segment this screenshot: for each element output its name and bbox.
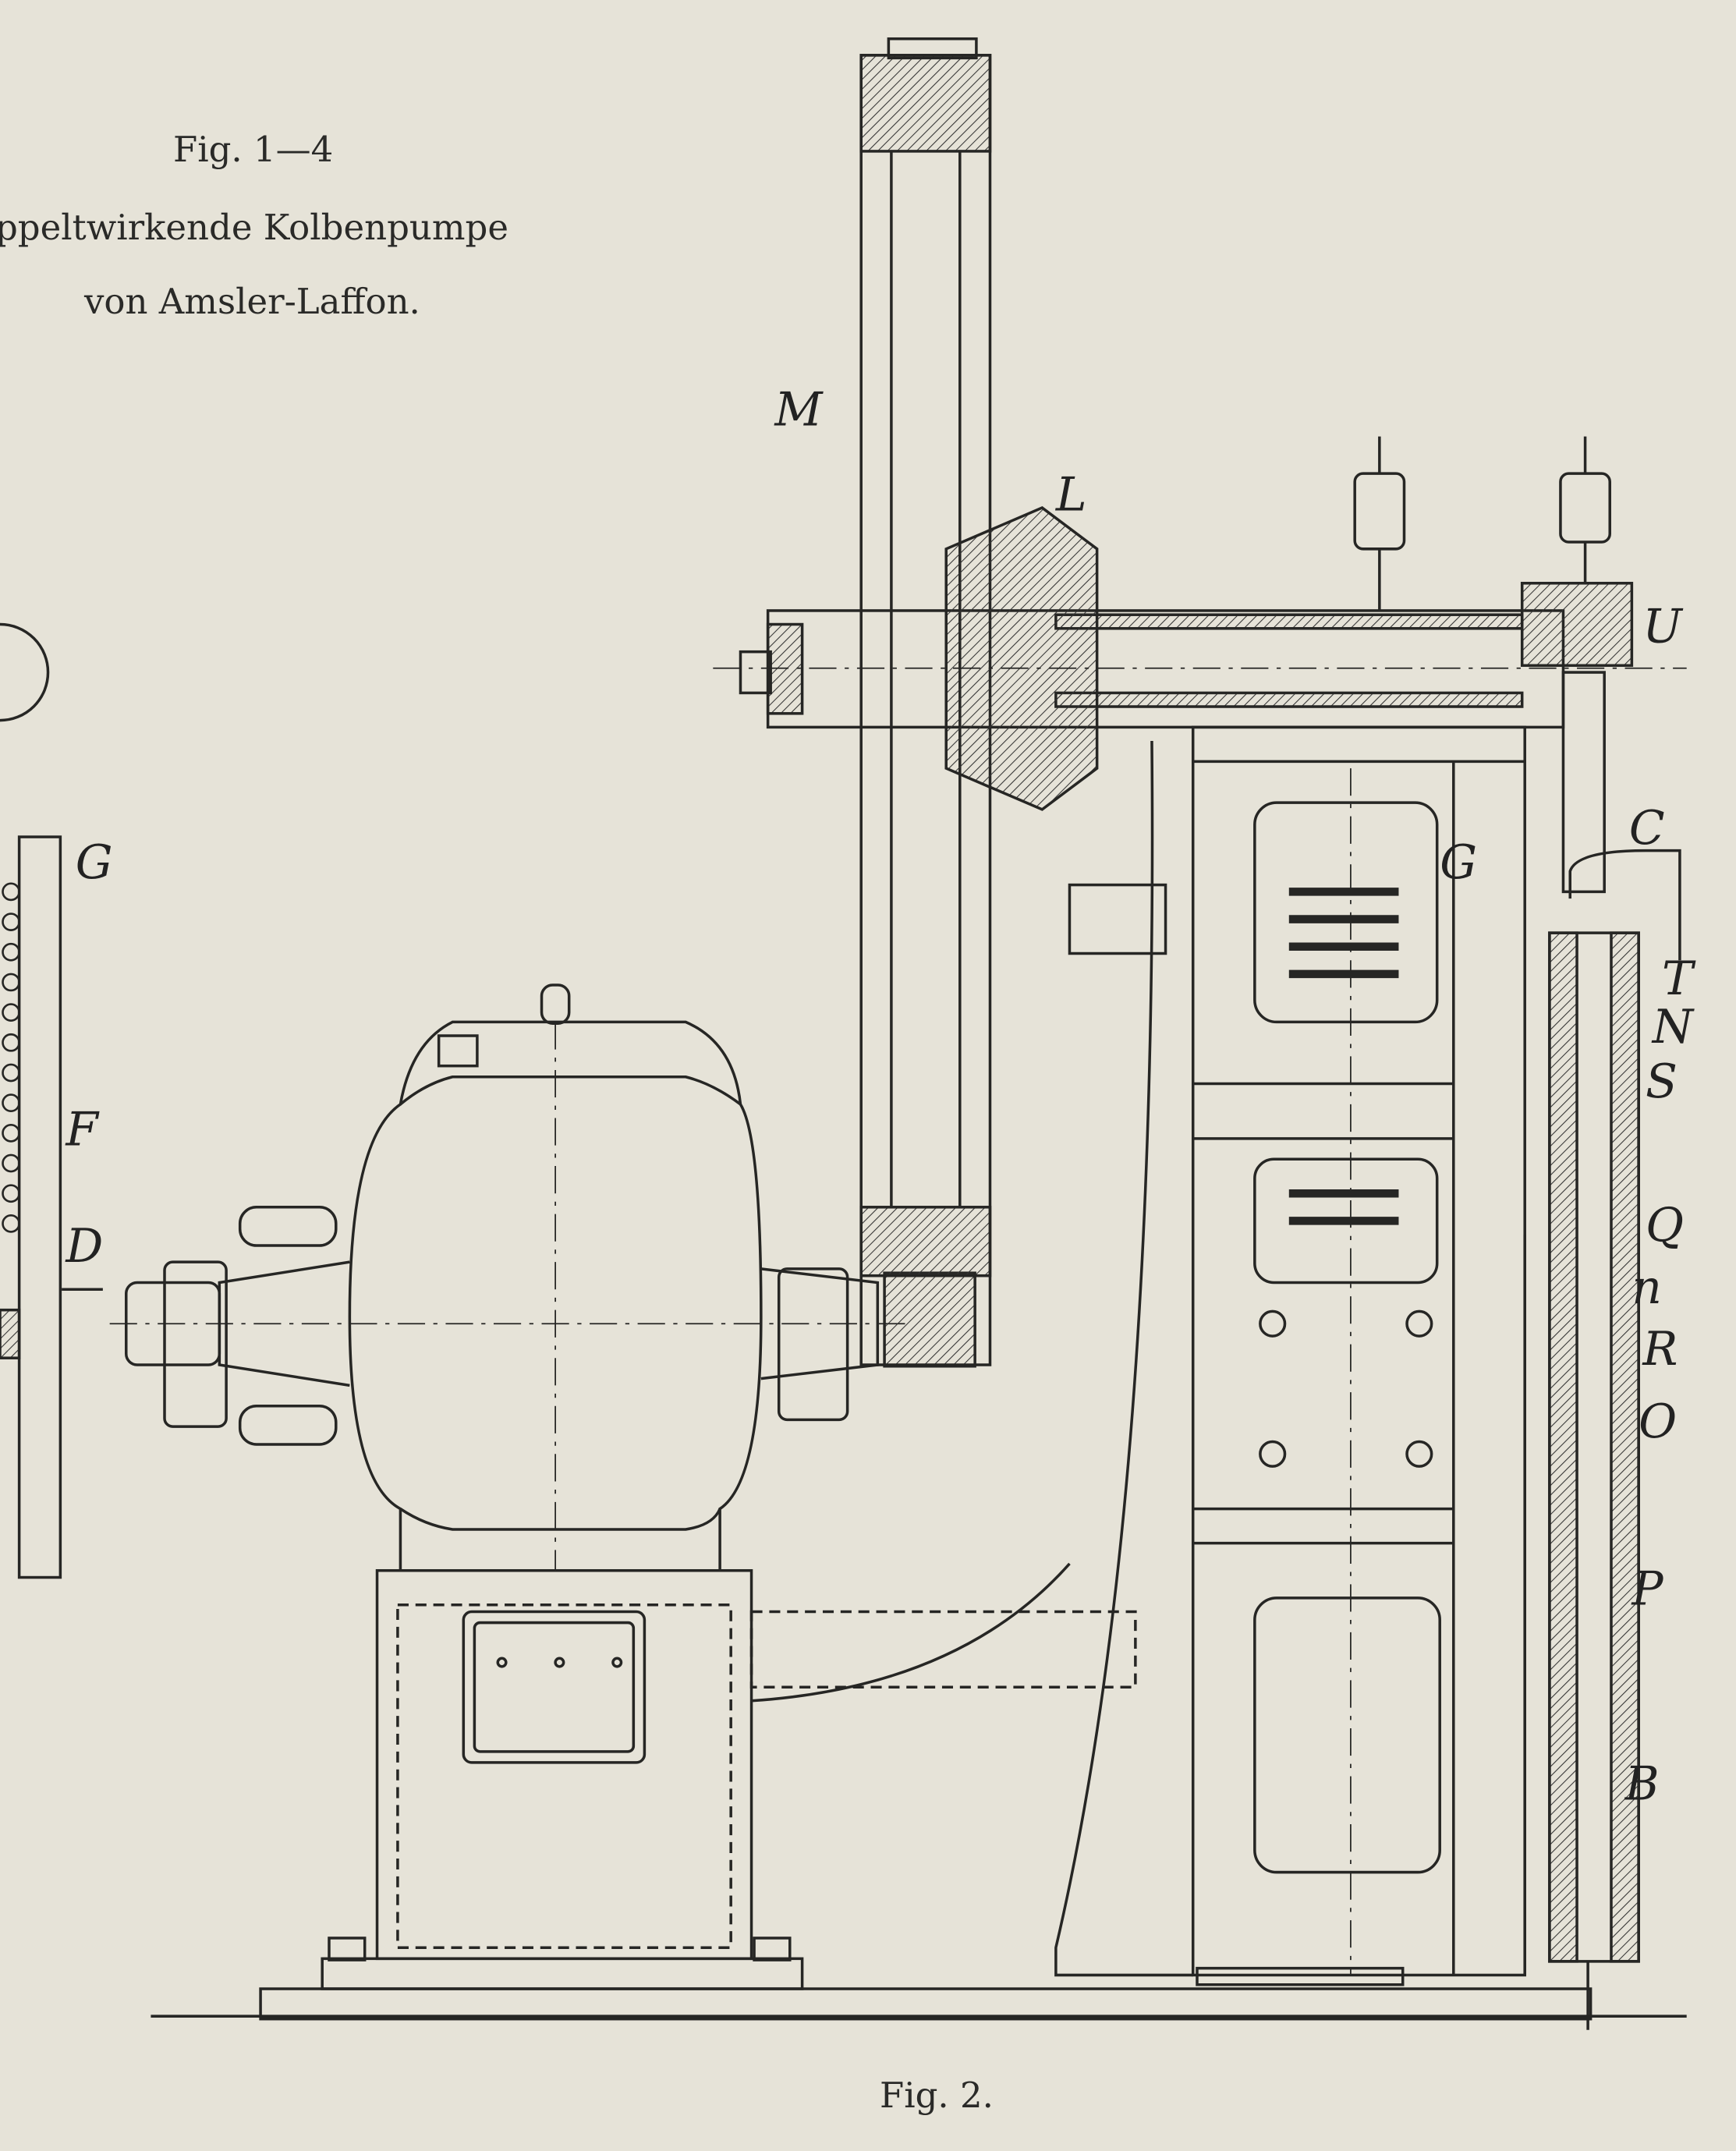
oiler-1 xyxy=(1353,472,1406,551)
label-l: L xyxy=(1055,469,1087,523)
label-t: T xyxy=(1662,952,1696,1006)
pressure-gauge xyxy=(0,622,50,722)
label-d: D xyxy=(65,1220,103,1274)
figure-range-caption: Fig. 1—4 xyxy=(173,129,334,170)
inspection-cover xyxy=(462,1610,647,1764)
label-g: G xyxy=(1440,836,1477,890)
label-n-lower: n xyxy=(1631,1261,1662,1315)
motor-foot-plate xyxy=(321,1957,804,1990)
label-b: B xyxy=(1624,1757,1660,1811)
pipe-c xyxy=(1568,849,1681,961)
gear-hub-l xyxy=(944,506,1099,811)
label-p: P xyxy=(1631,1563,1664,1617)
label-n-upper: N xyxy=(1651,1001,1695,1054)
label-u: U xyxy=(1642,600,1683,654)
label-c: C xyxy=(1629,802,1665,856)
left-bearing xyxy=(218,1260,350,1387)
figure-number-caption: Fig. 2. xyxy=(880,2075,994,2116)
label-s: S xyxy=(1646,1055,1678,1109)
figure-title-line1: ppeltwirkende Kolbenpumpe xyxy=(0,207,508,248)
base-plate xyxy=(259,1987,1593,2021)
label-m: M xyxy=(774,384,824,438)
valve-window-upper xyxy=(1253,801,1439,1024)
label-f: F xyxy=(65,1104,100,1157)
access-window xyxy=(1253,1596,1441,1874)
label-o: O xyxy=(1639,1395,1677,1449)
label-r: R xyxy=(1642,1323,1678,1377)
label-q: Q xyxy=(1646,1200,1684,1253)
curved-support xyxy=(1054,740,1193,1977)
left-column xyxy=(17,835,62,1579)
valve-window-lower xyxy=(1253,1157,1439,1285)
figure-title-line2: von Amsler-Laffon. xyxy=(84,281,420,322)
label-g-left: G xyxy=(76,836,113,890)
motor-pedestal xyxy=(375,1568,753,1961)
electric-motor xyxy=(348,1020,763,1572)
oiler-2 xyxy=(1559,472,1611,544)
pinion-gear xyxy=(883,1271,976,1368)
pump-frame xyxy=(1191,725,1526,1977)
valve-rod xyxy=(1561,671,1606,894)
